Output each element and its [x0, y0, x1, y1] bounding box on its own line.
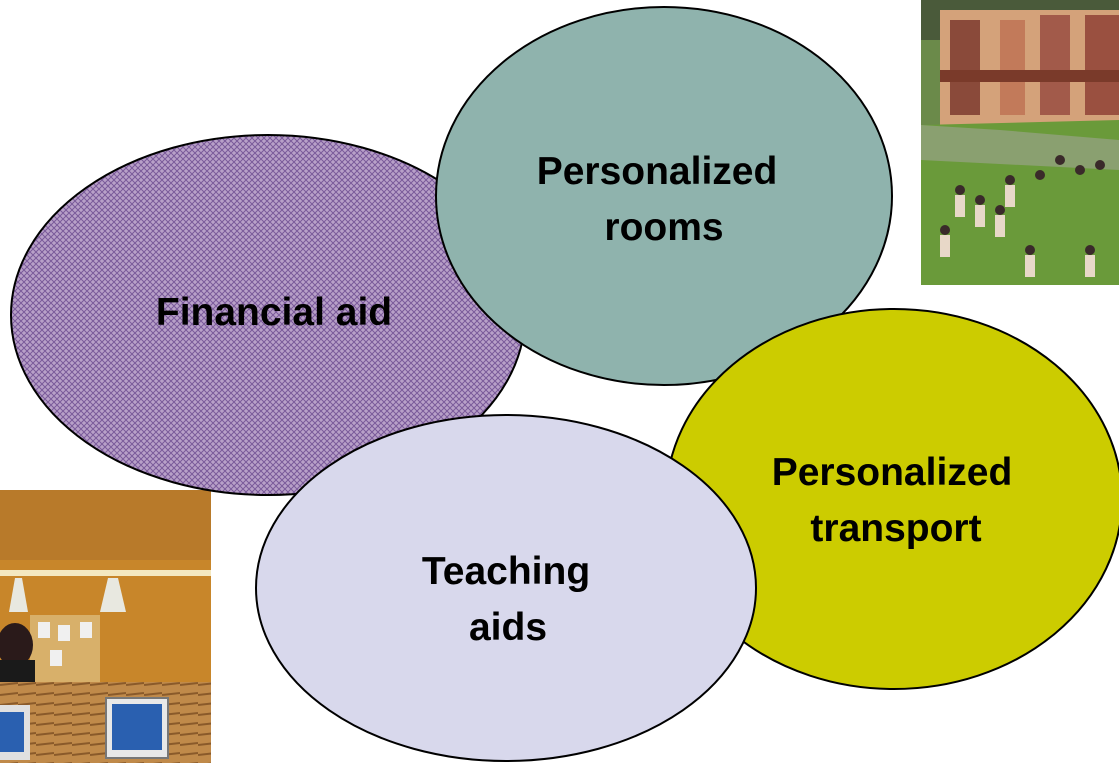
personalized-transport-label-line2: transport — [810, 507, 981, 550]
teaching-aids-bubble: Teaching aids — [255, 414, 757, 762]
financial-aid-label: Financial aid — [156, 291, 392, 334]
personalized-transport-label-line1: Personalized — [772, 451, 1013, 494]
teaching-aids-label-line1: Teaching — [422, 550, 590, 593]
office-photo — [0, 490, 211, 763]
financial-aid-bubble: Financial aid — [10, 134, 526, 496]
personalized-rooms-label-line2: rooms — [604, 206, 723, 249]
personalized-rooms-bubble: Personalized rooms — [435, 6, 893, 386]
personalized-rooms-label-line1: Personalized — [537, 150, 778, 193]
campus-photo — [921, 0, 1119, 285]
teaching-aids-label-line2: aids — [469, 606, 547, 649]
